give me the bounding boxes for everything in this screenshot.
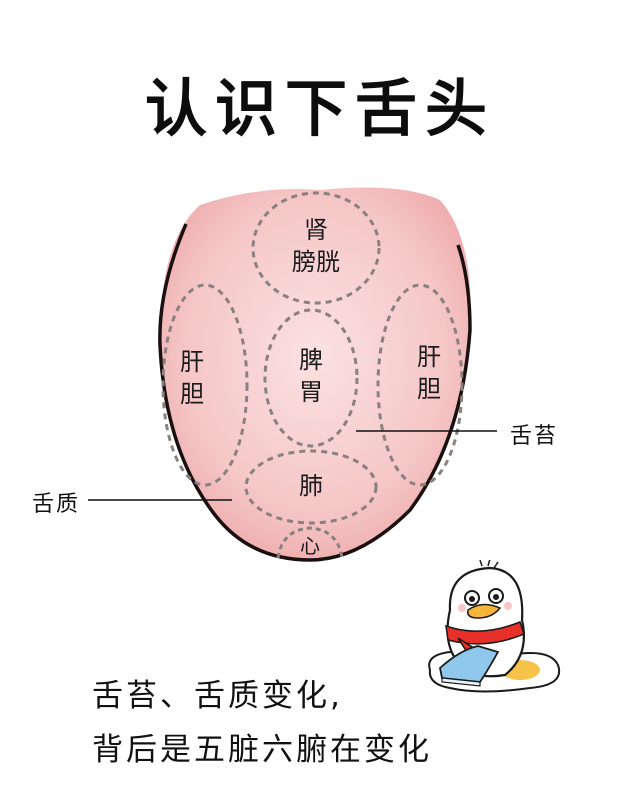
region-spleen-stomach [263,308,359,448]
caption-line-2: 背后是五脏六腑在变化 [92,732,432,768]
tongue-outline [158,223,472,562]
caption-line-1: 舌苔、舌质变化, [92,678,343,714]
label-kidney-bladder: 肾 膀胱 [292,216,340,276]
callout-body: 舌质 [32,492,81,517]
region-heart [276,526,344,559]
region-kidney-bladder [251,191,381,305]
callout-coating: 舌苔 [510,424,559,449]
region-liver-gall-left [161,283,249,487]
region-lung [244,449,378,525]
label-liver-gall-right: 肝 胆 [417,343,441,403]
label-heart: 心 [300,534,320,558]
page-title: 认识下舌头 [144,72,495,145]
duck-mascot-icon [428,560,561,693]
label-lung: 肺 [299,472,323,500]
region-liver-gall-right [376,283,464,487]
label-spleen-stomach: 脾 胃 [299,346,323,406]
label-liver-gall-left: 肝 胆 [180,348,204,408]
tongue-shape [160,187,471,561]
